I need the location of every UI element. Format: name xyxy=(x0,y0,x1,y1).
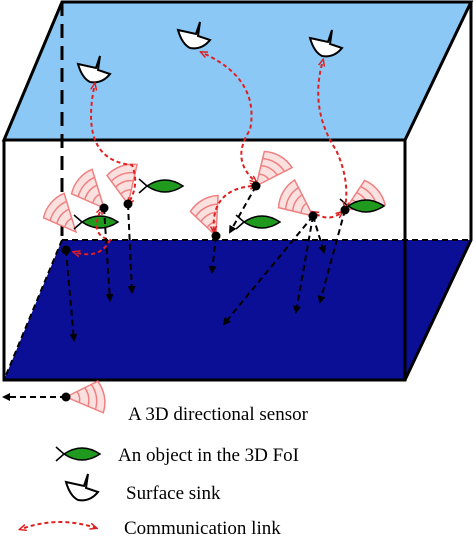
sensor-node xyxy=(61,245,71,255)
water-surface-plane xyxy=(1,0,474,142)
communication-link xyxy=(74,212,112,254)
anchor-line xyxy=(229,185,257,234)
sensor-node xyxy=(308,211,318,221)
sensor-node xyxy=(123,199,133,209)
legend-link-label: Communication link xyxy=(124,518,281,539)
directional-sensor-icon xyxy=(187,191,236,242)
sensor-node xyxy=(211,231,221,241)
communication-link-icon xyxy=(24,521,96,528)
surface-sink-icon xyxy=(65,473,99,502)
legend-sink: Surface sink xyxy=(65,473,221,504)
directional-sensor-icon xyxy=(63,379,108,420)
sensor-node xyxy=(61,392,71,402)
communication-links xyxy=(74,54,346,254)
communication-link xyxy=(317,64,346,208)
anchor-line xyxy=(317,209,346,304)
anchor-line xyxy=(293,215,314,314)
legend: A 3D directional sensor An object in the… xyxy=(2,379,309,539)
legend-object: An object in the 3D FoI xyxy=(55,445,299,466)
box-back-left-bottom-edge xyxy=(3,239,63,381)
box-front-edges xyxy=(2,140,407,382)
anchor-lines xyxy=(65,185,346,342)
legend-sensor-label: A 3D directional sensor xyxy=(128,404,309,425)
legend-link: Communication link xyxy=(24,518,281,539)
box-right-edges xyxy=(403,2,473,381)
anchor-line xyxy=(65,249,78,342)
seabed-plane xyxy=(4,240,471,380)
legend-sensor: A 3D directional sensor xyxy=(2,379,309,425)
anchor-line xyxy=(103,207,114,302)
legend-sink-label: Surface sink xyxy=(126,483,221,504)
fish-object-icon xyxy=(55,446,101,462)
sensor-node xyxy=(251,181,261,191)
legend-object-label: An object in the 3D FoI xyxy=(118,445,299,466)
communication-link xyxy=(316,212,342,219)
sensor-node xyxy=(99,203,109,213)
anchor-line xyxy=(222,215,314,326)
sensor-node xyxy=(340,205,350,215)
anchor-line xyxy=(127,203,136,294)
fish-object-icon xyxy=(138,178,184,194)
sensor-nodes xyxy=(61,181,350,255)
communication-link xyxy=(205,54,256,182)
fish-object-icon xyxy=(235,214,281,230)
anchor-line xyxy=(312,215,327,254)
anchor-line xyxy=(208,235,217,274)
communication-link xyxy=(214,186,252,232)
